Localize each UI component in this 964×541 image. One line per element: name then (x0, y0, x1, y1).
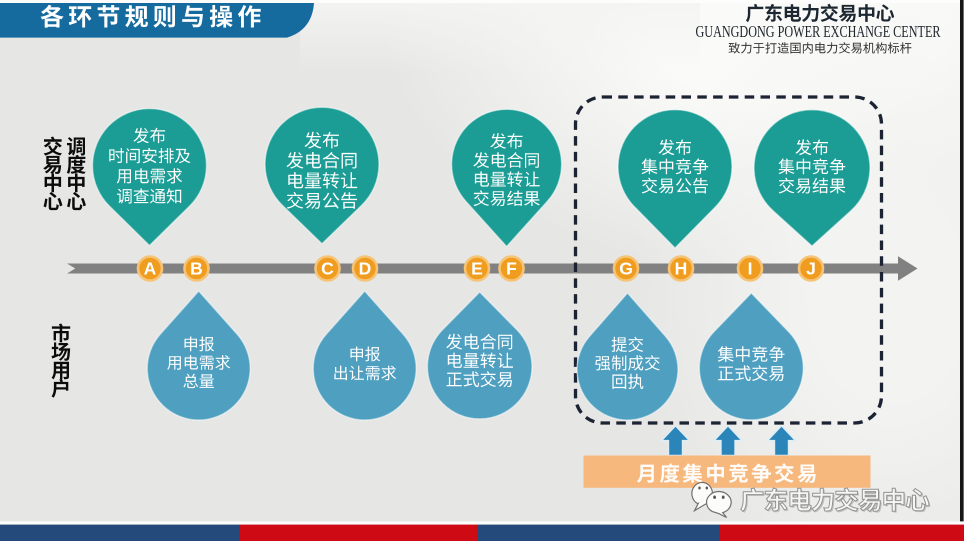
svg-text:C: C (321, 259, 334, 279)
svg-text:D: D (359, 259, 372, 279)
svg-text:I: I (748, 259, 753, 279)
svg-text:J: J (806, 259, 816, 279)
svg-text:GUANGDONG POWER EXCHANGE CENTE: GUANGDONG POWER EXCHANGE CENTER (696, 22, 941, 41)
svg-text:G: G (619, 259, 633, 279)
svg-text:B: B (190, 259, 203, 279)
svg-text:E: E (471, 259, 483, 279)
svg-text:H: H (675, 259, 688, 279)
svg-text:A: A (144, 259, 157, 279)
svg-text:F: F (506, 259, 517, 279)
